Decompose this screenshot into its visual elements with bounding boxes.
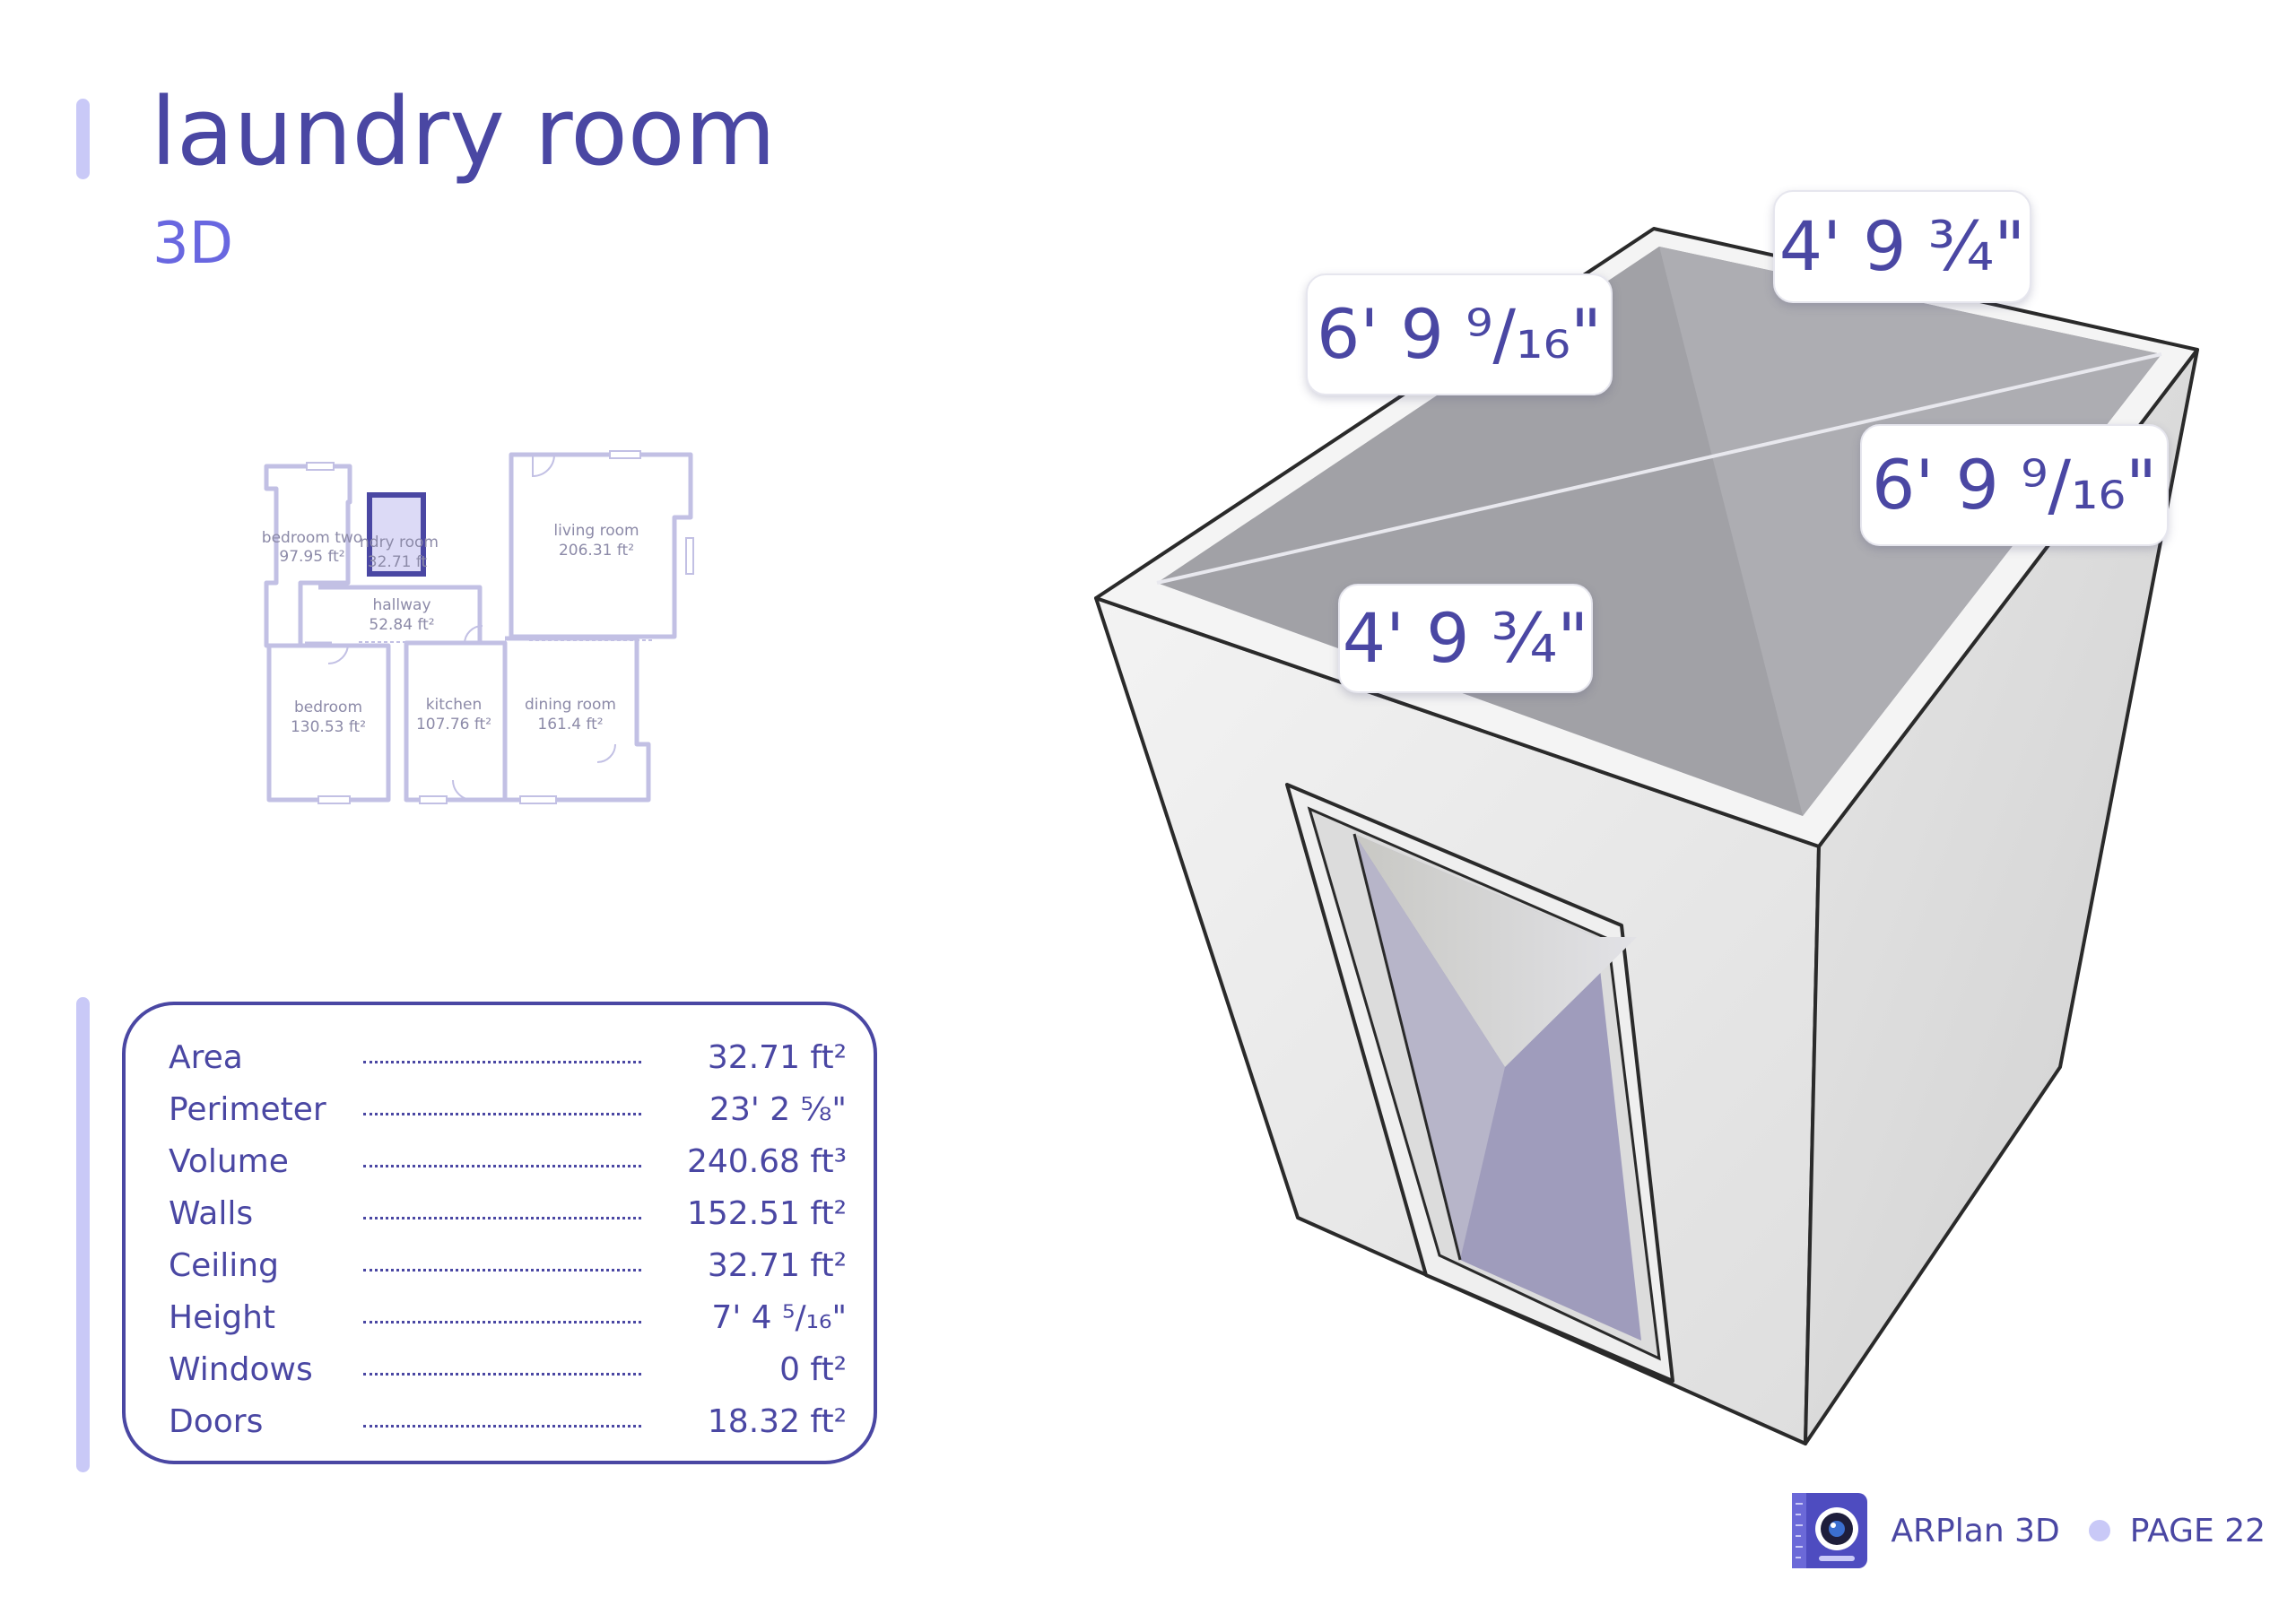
page-title: laundry room: [151, 77, 776, 187]
room-3d-render: [1067, 170, 2233, 1480]
app-logo-icon: [1792, 1493, 1868, 1568]
floor-plan-thumbnail: bedroom two 97.95 ft² ndry room 32.71 ft…: [251, 430, 718, 816]
floorplan-label: bedroom: [294, 699, 362, 716]
stat-label: Windows: [169, 1351, 313, 1388]
floorplan-label: living room: [553, 522, 639, 540]
stat-value: 0 ft²: [779, 1351, 847, 1388]
stat-value: 32.71 ft²: [707, 1247, 847, 1284]
app-name: ARPlan 3D: [1891, 1512, 2060, 1549]
stat-row-height: Height 7' 4 ⁵/₁₆": [169, 1292, 847, 1344]
room-stats-card: Area 32.71 ft² Perimeter 23' 2 ⅝" Volume…: [122, 1002, 877, 1464]
stat-label: Ceiling: [169, 1247, 279, 1284]
stat-label: Volume: [169, 1143, 289, 1180]
floorplan-label: hallway: [372, 596, 430, 614]
floorplan-label: kitchen: [426, 696, 483, 714]
floorplan-area: 161.4 ft²: [537, 716, 603, 733]
stat-row-volume: Volume 240.68 ft³: [169, 1136, 847, 1188]
dotted-leader: [363, 1217, 641, 1219]
page-subtitle: 3D: [152, 211, 233, 277]
stat-label: Area: [169, 1039, 243, 1076]
stat-label: Perimeter: [169, 1091, 326, 1128]
stat-value: 23' 2 ⅝": [709, 1091, 847, 1128]
stat-row-doors: Doors 18.32 ft²: [169, 1396, 847, 1448]
stat-value: 32.71 ft²: [707, 1039, 847, 1076]
floorplan-area: 32.71 ft: [368, 553, 428, 571]
floorplan-label: bedroom two: [262, 529, 362, 547]
dimension-label-front: 4' 9 ¾": [1338, 584, 1593, 693]
stat-row-windows: Windows 0 ft²: [169, 1344, 847, 1396]
stat-label: Height: [169, 1299, 276, 1336]
stat-row-ceiling: Ceiling 32.71 ft²: [169, 1240, 847, 1292]
floorplan-label: dining room: [525, 696, 616, 714]
floorplan-area: 52.84 ft²: [369, 616, 434, 634]
stat-row-perimeter: Perimeter 23' 2 ⅝": [169, 1084, 847, 1136]
separator-dot: [2088, 1520, 2110, 1541]
floorplan-area: 97.95 ft²: [279, 548, 344, 566]
dimension-label-right: 6' 9 ⁹/₁₆": [1860, 424, 2169, 546]
dotted-leader: [363, 1269, 641, 1271]
floorplan-area: 107.76 ft²: [416, 716, 491, 733]
title-accent-bar: [76, 99, 90, 179]
stat-label: Walls: [169, 1195, 254, 1232]
stat-row-area: Area 32.71 ft²: [169, 1032, 847, 1084]
stats-accent-bar: [76, 997, 90, 1472]
dotted-leader: [363, 1425, 641, 1428]
footer: ARPlan 3D PAGE 22: [1792, 1490, 2266, 1571]
stat-value: 152.51 ft²: [687, 1195, 847, 1232]
floorplan-area: 206.31 ft²: [559, 542, 634, 560]
stat-label: Doors: [169, 1403, 264, 1440]
dotted-leader: [363, 1113, 641, 1115]
stat-row-walls: Walls 152.51 ft²: [169, 1188, 847, 1240]
page-number: PAGE 22: [2129, 1512, 2266, 1549]
dotted-leader: [363, 1165, 641, 1167]
floorplan-area: 130.53 ft²: [291, 718, 366, 736]
dotted-leader: [363, 1321, 641, 1324]
floorplan-label: ndry room: [360, 534, 439, 551]
dimension-label-top-left: 6' 9 ⁹/₁₆": [1306, 273, 1613, 395]
stat-value: 7' 4 ⁵/₁₆": [711, 1299, 847, 1336]
dotted-leader: [363, 1061, 641, 1063]
dotted-leader: [363, 1373, 641, 1376]
stat-value: 240.68 ft³: [687, 1143, 847, 1180]
stat-value: 18.32 ft²: [707, 1403, 847, 1440]
dimension-label-top-right: 4' 9 ¾": [1773, 190, 2031, 303]
